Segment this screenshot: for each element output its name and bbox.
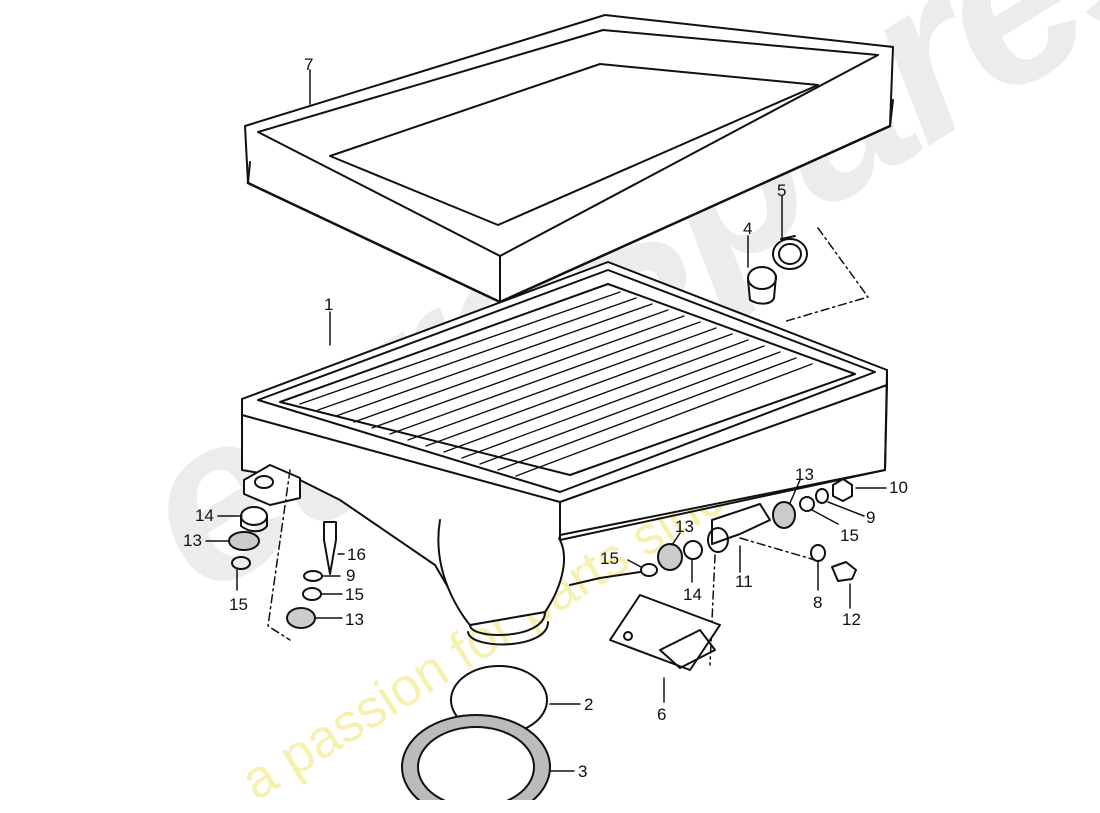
callout-15-left-stack: 15 [345, 585, 364, 604]
cover-part-7 [244, 14, 894, 304]
bracket-part-6 [609, 594, 721, 671]
callout-14-left: 14 [195, 506, 214, 525]
callout-9-right: 9 [866, 508, 876, 527]
right-mount-hardware [640, 478, 857, 666]
callout-6: 6 [657, 705, 667, 724]
callout-14-right: 14 [683, 585, 702, 604]
callout-8: 8 [813, 593, 823, 612]
callout-13-right-mid: 13 [675, 517, 694, 536]
callout-4: 4 [743, 219, 753, 238]
leader-lines [205, 69, 887, 772]
callout-16: 16 [347, 545, 366, 564]
callout-15-stud: 15 [600, 549, 619, 568]
hose-sleeve-part-4 [747, 266, 777, 305]
intercooler-body-part-1 [241, 261, 888, 646]
callout-3: 3 [578, 762, 588, 781]
callout-15-left: 15 [229, 595, 248, 614]
callout-13-left-bottom: 13 [345, 610, 364, 629]
callout-13-left: 13 [183, 531, 202, 550]
callout-1: 1 [324, 295, 334, 314]
callout-9-left: 9 [346, 566, 356, 585]
seal-ring-part-3 [401, 714, 551, 800]
hose-clamp-part-5 [772, 235, 808, 270]
callout-2: 2 [584, 695, 594, 714]
left-mount-hardware [228, 469, 337, 641]
callout-7: 7 [304, 55, 314, 74]
callout-13-right-top: 13 [795, 465, 814, 484]
callout-10: 10 [889, 478, 908, 497]
callout-5: 5 [777, 181, 787, 200]
callout-11: 11 [735, 572, 753, 591]
callout-15-right: 15 [840, 526, 859, 545]
dash-guide-clamp [782, 227, 869, 323]
callout-12: 12 [842, 610, 861, 629]
